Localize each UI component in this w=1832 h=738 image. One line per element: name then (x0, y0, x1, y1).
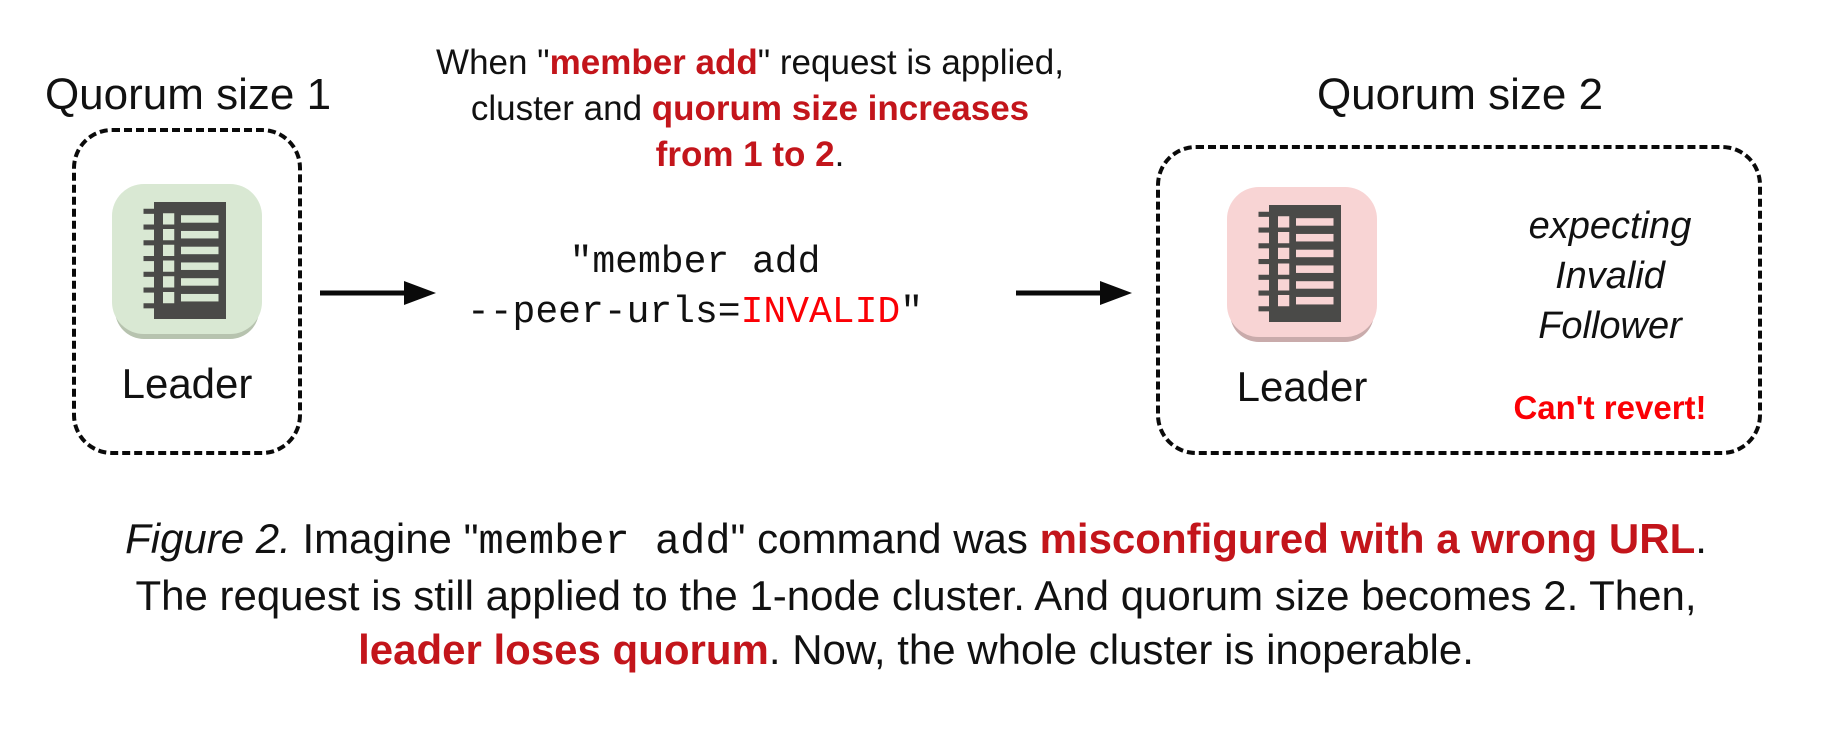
server-log-icon (143, 202, 226, 319)
arrow-right-icon (318, 280, 436, 306)
leader-node: Leader (76, 184, 298, 408)
left-cluster-box: Leader (72, 128, 302, 455)
figure-caption: Figure 2. Imagine "member add" command w… (125, 515, 1707, 673)
expected-follower-note: expecting Invalid Follower (1528, 205, 1692, 347)
arrow-right-icon (1014, 280, 1132, 306)
leader-node-label: Leader (1236, 363, 1368, 410)
leader-node-label: Leader (121, 360, 253, 407)
right-cluster-box: Leader expecting Invalid Follower Can't … (1156, 145, 1762, 455)
member-add-annotation: When "member add" request is applied,clu… (436, 43, 1064, 174)
left-cluster-heading: Quorum size 1 (44, 70, 332, 119)
member-add-command: "member add--peer-urls=INVALID" (466, 241, 924, 334)
leader-node-tile (112, 184, 262, 334)
leader-node: Leader (1192, 187, 1412, 411)
right-cluster-heading: Quorum size 2 (1316, 70, 1604, 119)
server-log-icon (1258, 205, 1341, 322)
leader-node-tile (1227, 187, 1377, 337)
cant-revert-warning: Can't revert! (1513, 389, 1707, 426)
